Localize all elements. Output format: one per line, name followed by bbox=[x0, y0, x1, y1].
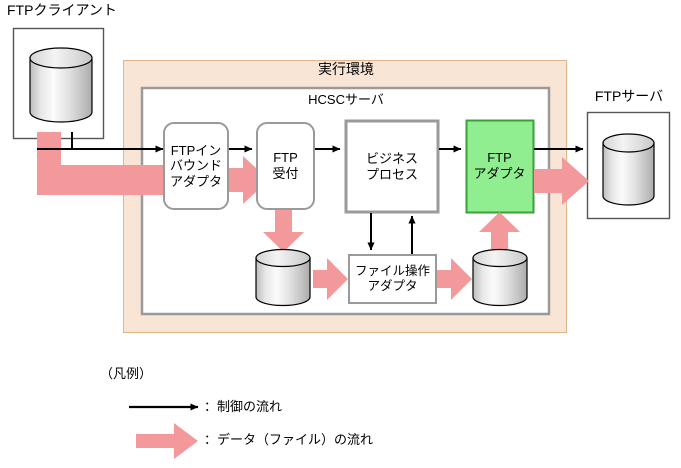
data-flow-reception-to-work-store bbox=[263, 210, 304, 252]
server-file-store-cylinder bbox=[602, 133, 655, 206]
ftp-adapter-label: FTP アダプタ bbox=[473, 150, 526, 181]
business-process-label: ビジネス プロセス bbox=[365, 150, 418, 182]
data-flow-inbound-to-reception bbox=[229, 156, 269, 204]
control-flow-client-to-inbound-adapter bbox=[37, 132, 164, 153]
data-flow-work-store-to-ftp-adapter bbox=[479, 212, 520, 252]
data-flow-file-adapter-to-right-store bbox=[437, 258, 472, 300]
client-file-store-cylinder bbox=[29, 47, 93, 123]
legend-data-arrow-icon bbox=[136, 423, 198, 459]
ftp-reception-label: FTP 受付 bbox=[272, 150, 299, 181]
work-file-store-right-cylinder bbox=[472, 248, 528, 307]
ftp-inbound-adapter-label: FTPイン バウンド アダプタ bbox=[169, 142, 222, 189]
file-operation-adapter-label: ファイル操作 アダプタ bbox=[354, 264, 430, 293]
ftp-adapter-box bbox=[465, 119, 535, 214]
data-flow-left-store-to-file-adapter bbox=[313, 258, 348, 300]
business-process-box bbox=[344, 119, 440, 214]
ftp-inbound-adapter-box bbox=[163, 122, 229, 210]
work-file-store-left-cylinder bbox=[255, 248, 311, 307]
data-flow-ftp-adapter-to-server bbox=[534, 157, 589, 205]
ftp-reception-box bbox=[256, 122, 315, 210]
file-operation-adapter-box bbox=[348, 254, 437, 304]
